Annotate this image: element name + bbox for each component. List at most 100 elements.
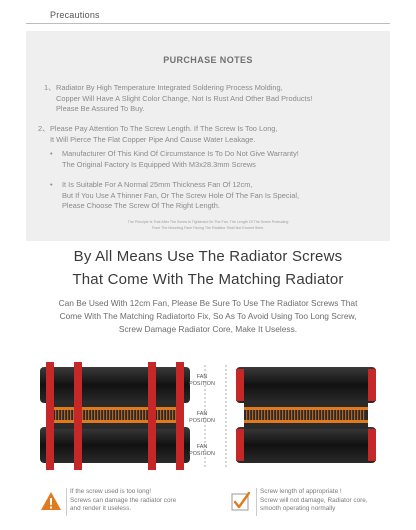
note-number: 1、 [44, 83, 56, 92]
note-line: But If You Use A Thinner Fan, Or The Scr… [62, 190, 300, 200]
radiator-fin [61, 410, 63, 420]
purchase-notes-panel: PURCHASE NOTES 1、 Radiator By High Tempe… [26, 31, 390, 241]
radiator-fin [333, 410, 335, 420]
screw-correct [368, 429, 376, 461]
radiator-fin [327, 410, 329, 420]
headline-line: By All Means Use The Radiator Screws [73, 248, 343, 265]
fan-label-line: POSITION [189, 380, 215, 387]
radiator-fin [166, 410, 168, 420]
ok-line: Screw length of appropriate ! [260, 488, 342, 495]
radiator-fin [169, 410, 171, 420]
note-line: Radiator By High Temperature Integrated … [56, 83, 283, 92]
radiator-fin [363, 410, 365, 420]
radiator-fin [249, 410, 251, 420]
screw-long [46, 362, 54, 470]
header-divider [26, 23, 390, 24]
radiator-fin [73, 410, 75, 420]
radiator-fin [124, 410, 126, 420]
subtext: Can Be Used With 12cm Fan, Please Be Sur… [0, 297, 416, 336]
header: Precautions [0, 0, 416, 24]
warning-line: and render it useless. [70, 505, 132, 513]
note-line: Please Choose The Screw Of The Right Len… [62, 201, 220, 210]
radiator-fin [345, 410, 347, 420]
fan-position-label: FAN POSITION [189, 374, 215, 387]
note-text: Manufacturer Of This Kind Of Circumstanc… [62, 149, 299, 170]
fan-position-label: FAN POSITION [189, 411, 215, 424]
left-assembly [40, 362, 190, 470]
radiator-fin [252, 410, 254, 420]
fan-position-label: FAN POSITION [189, 444, 215, 457]
radiator-fin [267, 410, 269, 420]
note-line: Please Be Assured To Buy. [56, 104, 145, 113]
radiator-fin [294, 410, 296, 420]
radiator-fin [336, 410, 338, 420]
note-number: 2、 [38, 124, 50, 133]
radiator-fin [145, 410, 147, 420]
radiator-fin [97, 410, 99, 420]
radiator-fin [330, 410, 332, 420]
radiator-fin [85, 410, 87, 420]
radiator-fin [94, 410, 96, 420]
subtext-line: Can Be Used With 12cm Fan, Please Be Sur… [58, 298, 358, 308]
warning-line: If the screw used is too long! [70, 488, 151, 495]
divider [256, 488, 257, 516]
radiator-fin [115, 410, 117, 420]
radiator-fin [288, 410, 290, 420]
ok-appropriate-length: Screw length of appropriate ! Screw will… [230, 488, 380, 522]
radiator-fin [112, 410, 114, 420]
radiator-fin [321, 410, 323, 420]
radiator-fin [255, 410, 257, 420]
fan-label-line: FAN [196, 374, 208, 380]
note-line: Please Pay Attention To The Screw Length… [50, 124, 278, 133]
note-line: The Original Factory Is Equipped With M3… [62, 159, 256, 169]
radiator-fin [55, 410, 57, 420]
radiator-screw-diagram: FAN POSITION FAN POSITION FAN POSITION [40, 361, 376, 473]
radiator-fin [160, 410, 162, 420]
right-bottom-fan [236, 427, 376, 463]
headline-line: That Come With The Matching Radiator [72, 271, 344, 288]
radiator-fin [351, 410, 353, 420]
radiator-fin [142, 410, 144, 420]
radiator-fin [312, 410, 314, 420]
radiator-illustration [40, 362, 376, 470]
fine-print-line: From The Mounting Face Facing The Radiat… [151, 226, 265, 230]
headline: By All Means Use The Radiator Screws Tha… [0, 245, 416, 291]
screw-long [176, 362, 184, 470]
note-bullet: • [50, 180, 53, 189]
fine-print: The Principle Is That After The Screw Is… [26, 219, 390, 231]
note-text: Please Pay Attention To The Screw Length… [50, 124, 277, 145]
subtext-line: Screw Damage Radiator Core, Make It Usel… [118, 324, 298, 334]
fan-label-line: FAN [196, 444, 208, 450]
right-assembly [236, 367, 376, 463]
radiator-fin [64, 410, 66, 420]
radiator-fin [133, 410, 135, 420]
left-top-fan [40, 367, 190, 403]
radiator-fin [163, 410, 165, 420]
fan-label-line: POSITION [189, 417, 215, 424]
warning-too-long: If the screw used is too long! Screws ca… [40, 488, 190, 522]
warning-line: Screws can damage the radiator core [70, 496, 177, 504]
note-line: It Is Suitable For A Normal 25mm Thickne… [62, 180, 253, 189]
radiator-fin [106, 410, 108, 420]
radiator-fin [109, 410, 111, 420]
fine-print-line: The Principle Is That After The Screw Is… [127, 220, 289, 224]
right-top-fan [236, 367, 376, 403]
radiator-fin [139, 410, 141, 420]
radiator-fin [82, 410, 84, 420]
radiator-fin [264, 410, 266, 420]
radiator-fin [67, 410, 69, 420]
page-title: Precautions [50, 10, 100, 20]
radiator-fin [121, 410, 123, 420]
radiator-fin [285, 410, 287, 420]
note-line: It Will Pierce The Flat Copper Pipe And … [50, 134, 256, 144]
note-line: Copper Will Have A Slight Color Change, … [56, 93, 313, 103]
ok-line: smooth operating normally [260, 505, 336, 513]
notes-title: PURCHASE NOTES [163, 55, 253, 65]
radiator-fin [276, 410, 278, 420]
radiator-fin [315, 410, 317, 420]
radiator-fin [258, 410, 260, 420]
radiator-fin [279, 410, 281, 420]
screw-long [148, 362, 156, 470]
radiator-fin [300, 410, 302, 420]
ok-line: Screw will not damage, Radiator core, [260, 496, 368, 504]
